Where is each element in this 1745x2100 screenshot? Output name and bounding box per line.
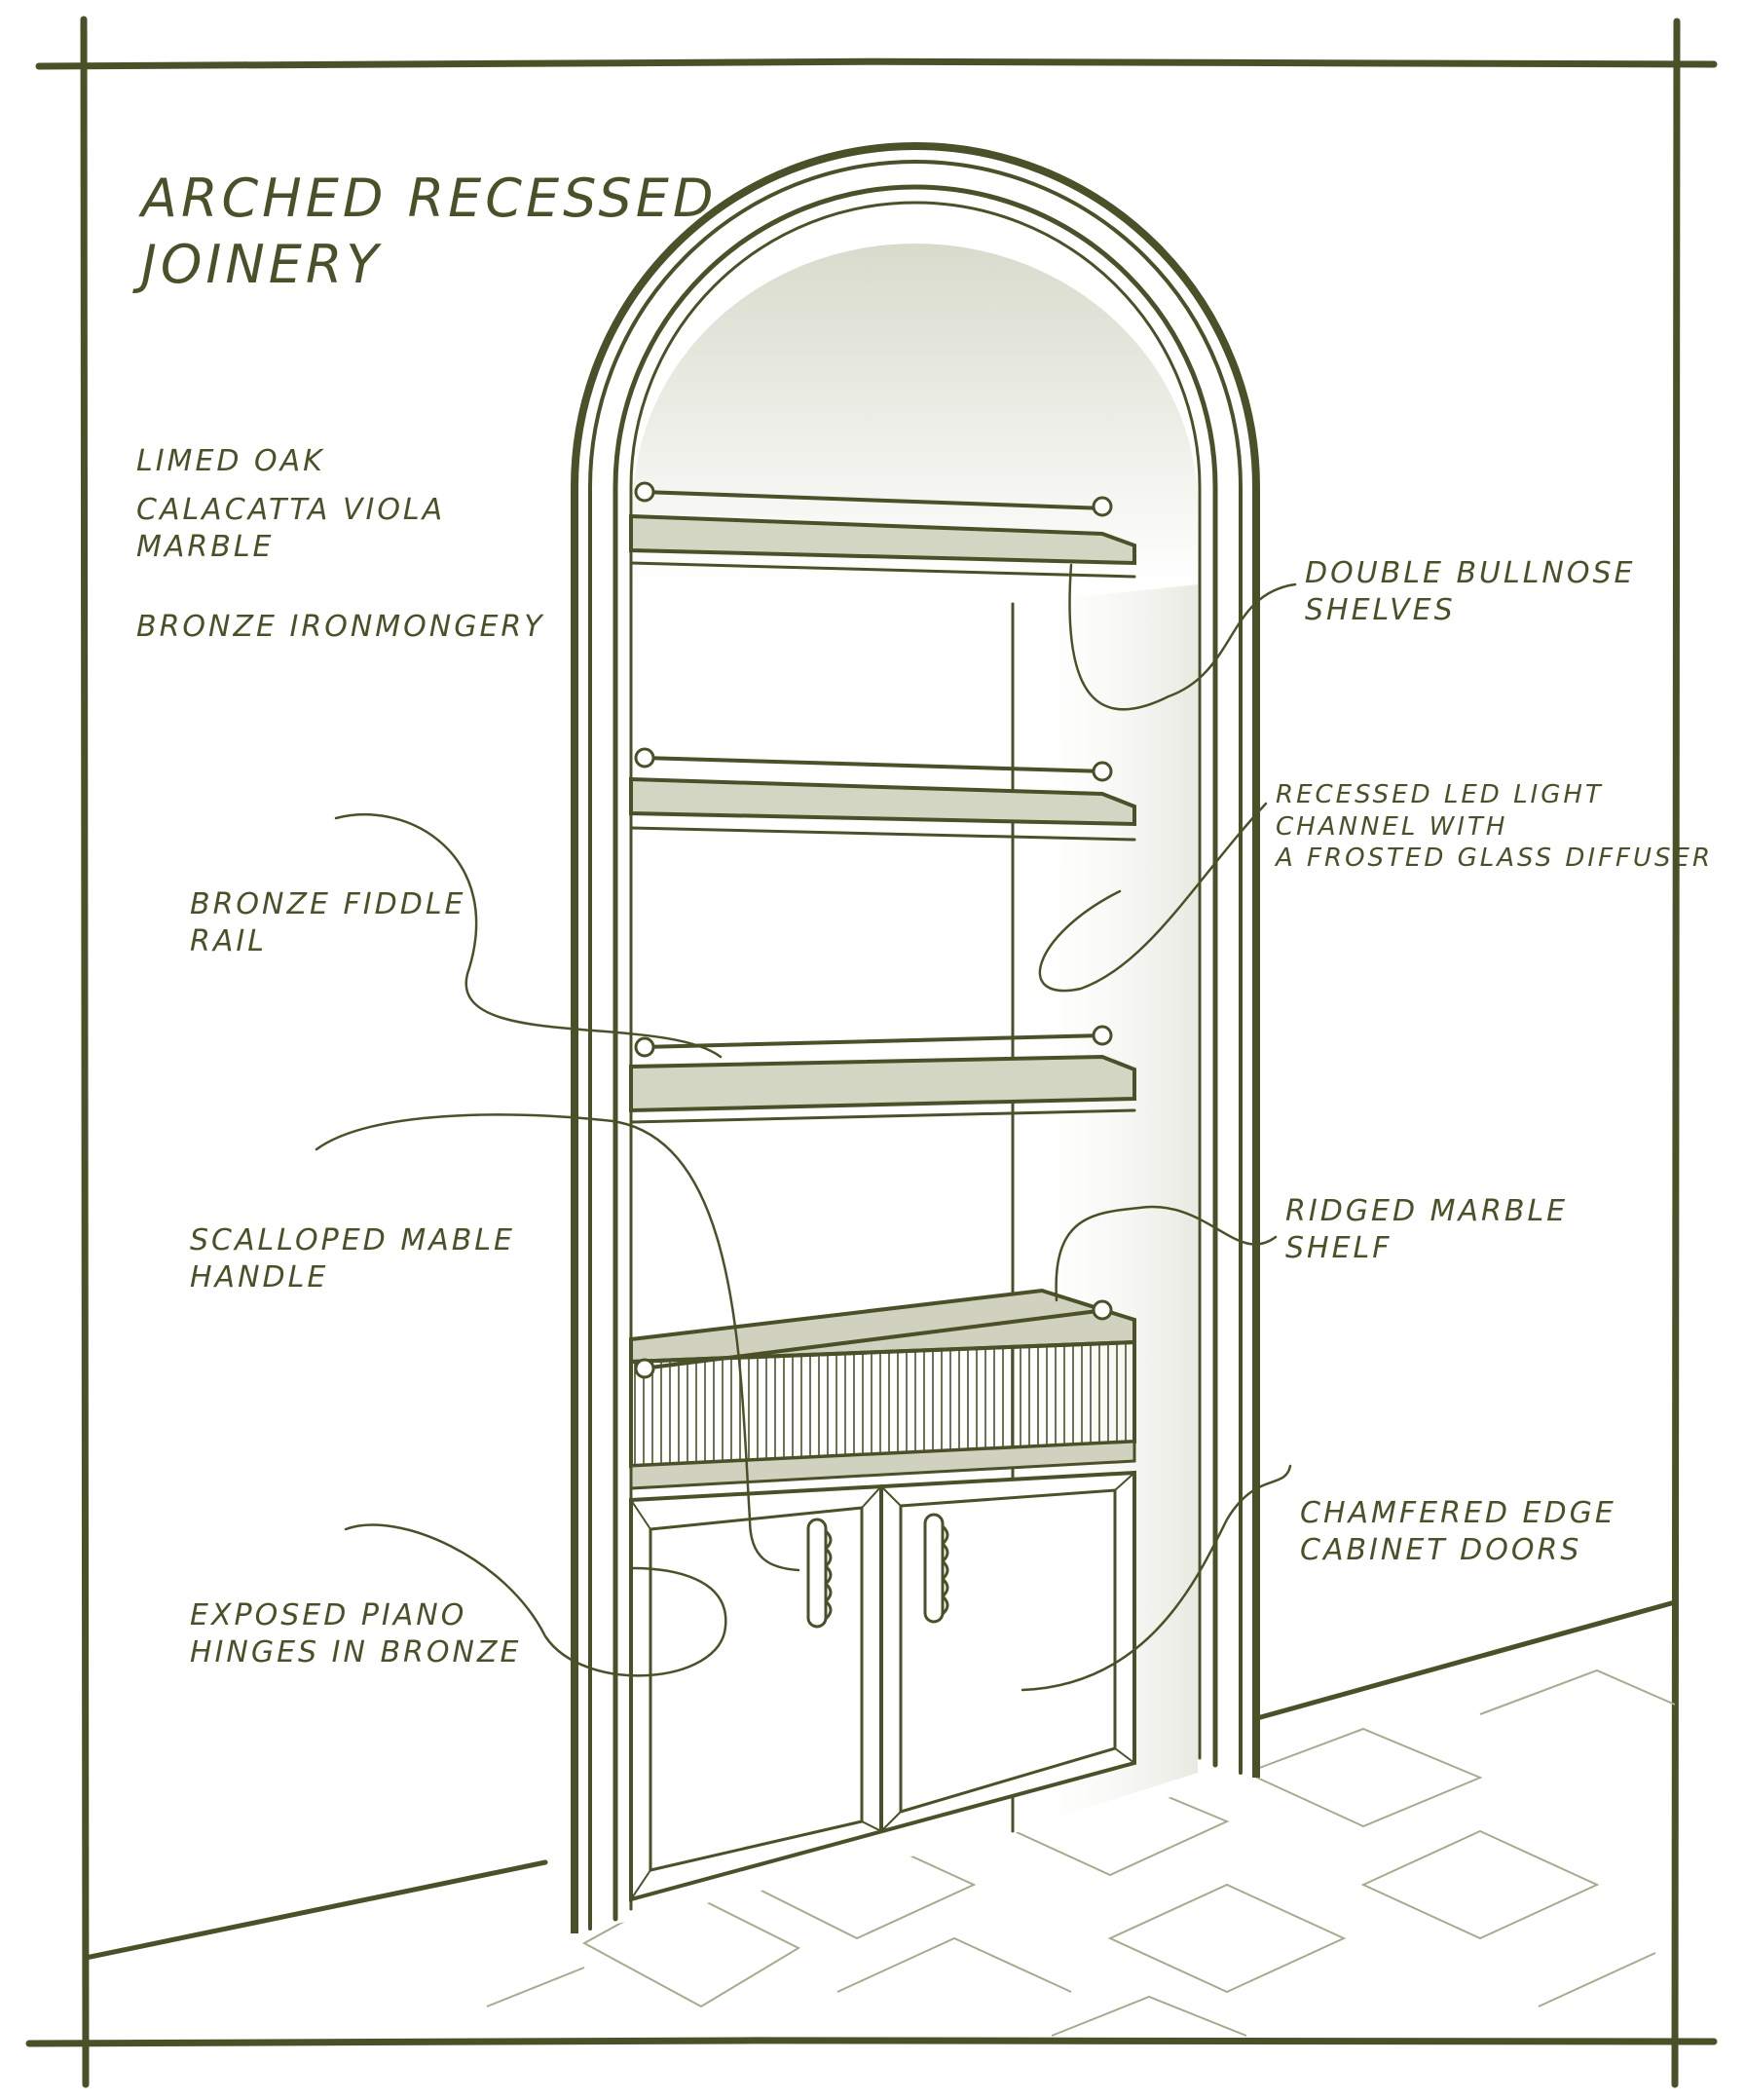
label-chamfered-doors: CHAMFERED EDGE CABINET DOORS bbox=[1300, 1496, 1616, 1567]
label-scalloped-handle: SCALLOPED MABLE HANDLE bbox=[190, 1223, 515, 1294]
material-limed-oak: LIMED OAK bbox=[136, 444, 325, 478]
label-ridged-marble-shelf: RIDGED MARBLE SHELF bbox=[1285, 1194, 1569, 1265]
sketch-frame bbox=[25, 16, 1718, 2088]
double-bullnose-shelf-2 bbox=[629, 747, 1136, 842]
scalloped-handle-right bbox=[923, 1513, 949, 1624]
material-bronze-ironmongery: BRONZE IRONMONGERY bbox=[136, 610, 545, 644]
cabinet-doors bbox=[629, 1470, 1136, 1902]
double-bullnose-shelf-1 bbox=[629, 481, 1136, 579]
double-bullnose-shelf-3 bbox=[629, 1025, 1136, 1124]
label-piano-hinges: EXPOSED PIANO HINGES IN BRONZE bbox=[190, 1598, 522, 1669]
label-led-channel: RECESSED LED LIGHT CHANNEL WITH A FROSTE… bbox=[1276, 780, 1714, 873]
material-calacatta-viola: CALACATTA VIOLA MARBLE bbox=[136, 493, 446, 564]
ridged-marble-shelf bbox=[629, 1288, 1136, 1490]
label-bronze-fiddle-rail: BRONZE FIDDLE RAIL bbox=[190, 887, 466, 958]
scalloped-handle-left bbox=[806, 1518, 833, 1629]
herringbone-floor bbox=[83, 1599, 1678, 2037]
label-double-bullnose-shelves: DOUBLE BULLNOSE SHELVES bbox=[1305, 556, 1636, 627]
leader-lines bbox=[315, 563, 1297, 1692]
sketch-title: ARCHED RECESSED JOINERY bbox=[141, 168, 718, 295]
